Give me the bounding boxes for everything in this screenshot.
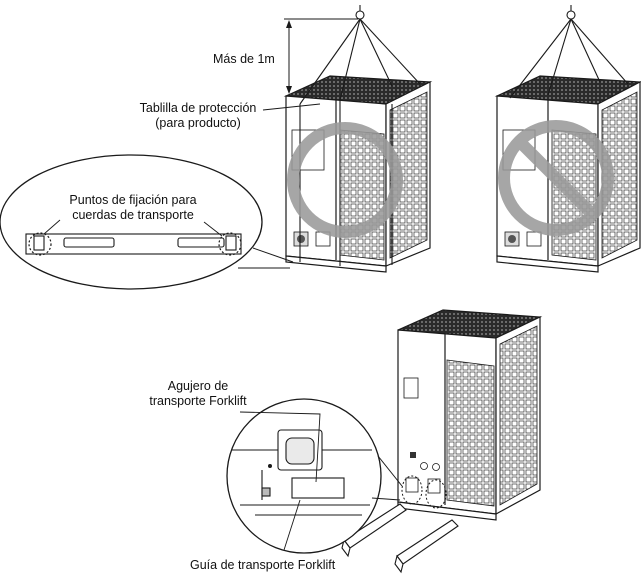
forklift-hole-marker xyxy=(401,475,423,505)
protection-board-label: Tablilla de protección (para producto) xyxy=(128,101,268,131)
forklift-guide-label: Guía de transporte Forklift xyxy=(190,558,336,572)
forklift-tines xyxy=(341,503,459,574)
forklift-hole-label: Agujero de transporte Forklift xyxy=(128,379,268,409)
protection-board-leader xyxy=(262,103,321,111)
protection-board-line-2: (para producto) xyxy=(155,116,241,130)
forklift-hole-line-1: Agujero de xyxy=(167,379,229,393)
distance-label: Más de 1m xyxy=(213,52,275,66)
fixing-points-label: Puntos de fijación para cuerdas de trans… xyxy=(53,193,213,223)
prohibited-icon xyxy=(498,120,614,236)
outdoor-unit-wrong xyxy=(494,75,641,273)
outdoor-unit-forklift xyxy=(397,309,543,521)
fixing-points-line-2: cuerdas de transporte xyxy=(72,208,194,222)
lifting-ropes-wrong xyxy=(509,5,629,99)
forklift-hole-marker xyxy=(425,479,447,509)
forklift-hole-line-2: transporte Forklift xyxy=(149,394,247,408)
protection-board-line-1: Tablilla de protección xyxy=(139,101,257,115)
ok-circle-icon xyxy=(287,122,403,238)
forklift-leaders xyxy=(239,411,321,551)
forklift-detail xyxy=(226,398,403,554)
fixing-points-line-1: Puntos de fijación para xyxy=(69,193,197,207)
fixing-points-detail xyxy=(0,154,294,290)
height-dimension xyxy=(284,18,358,94)
